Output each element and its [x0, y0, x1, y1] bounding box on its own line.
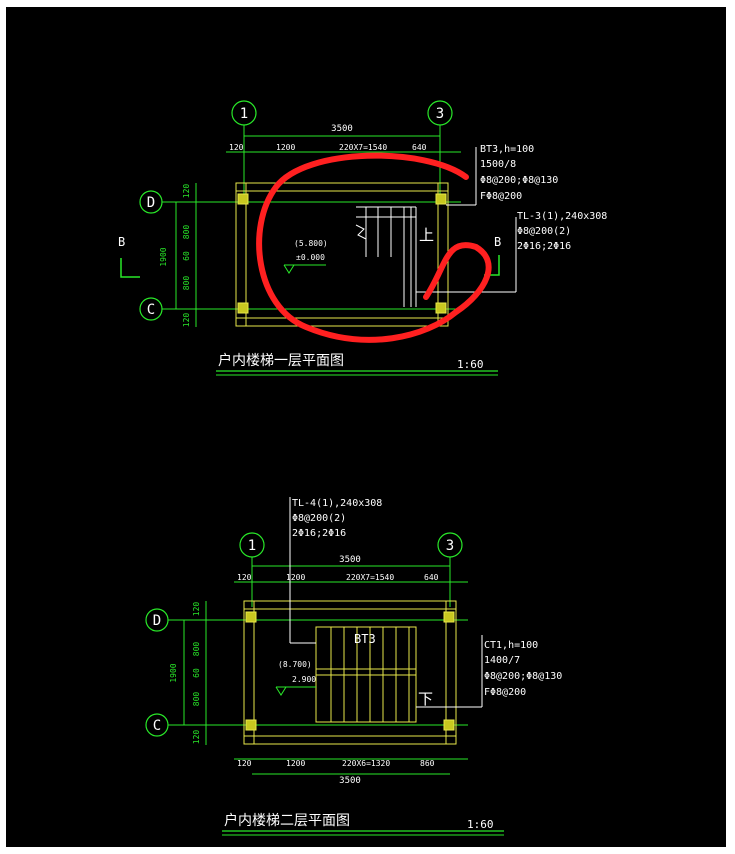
plan2-down-label: 下 — [418, 690, 433, 708]
plan2-note-ct1-1: 1400/7 — [484, 655, 520, 666]
plan1-note-bt3-1: 1500/8 — [480, 159, 516, 170]
plan2-dim-left-4: 120 — [192, 730, 201, 745]
axis-bubble-1 — [231, 100, 257, 126]
plan2-bt3-label: BT3 — [354, 632, 376, 646]
plan1-dim-top-2: 220X7=1540 — [339, 143, 387, 152]
plan2-axis-3-label: 3 — [446, 538, 454, 554]
plan1-axis-3-label: 3 — [436, 106, 444, 122]
cad-drawing: 1 3 3500 120 1200 220X7=1540 640 D C 190… — [118, 100, 607, 836]
plan2-dim-bottom-3: 860 — [420, 759, 435, 768]
plan1-dim-left-0: 120 — [182, 184, 191, 199]
plan1-level-2: ±0.000 — [296, 253, 325, 262]
plan2-drawing: 1 3 3500 120 1200 220X7=1540 640 D C 190… — [145, 497, 562, 836]
plan1-note-tl3-2: 2Φ16;2Φ16 — [517, 241, 571, 252]
plan1-dim-top-3: 640 — [412, 143, 427, 152]
plan2-dim-bottom-0: 120 — [237, 759, 252, 768]
plan1-note-bt3-2: Φ8@200;Φ8@130 — [480, 175, 558, 186]
plan1-dim-left-2: 60 — [182, 251, 191, 261]
plan1-drawing: 1 3 3500 120 1200 220X7=1540 640 D C 190… — [118, 100, 607, 376]
plan2-level-1: (8.700) — [278, 660, 312, 669]
plan1-level-1: (5.800) — [294, 239, 328, 248]
plan2-dim-top-3: 640 — [424, 573, 439, 582]
plan1-axis-D-label: D — [147, 195, 155, 211]
plan2-note-ct1-0: CT1,h=100 — [484, 640, 538, 651]
plan2-axis-1-label: 1 — [248, 538, 256, 554]
plan2-dim-overall-bottom: 3500 — [339, 776, 361, 786]
plan1-dim-left-total: 1900 — [159, 247, 168, 266]
axis-bubble-1-plan2 — [239, 532, 265, 558]
plan2-axis-D-label: D — [153, 613, 161, 629]
plan2-dim-bottom-1: 1200 — [286, 759, 305, 768]
plan1-dim-left-3: 800 — [182, 276, 191, 291]
plan2-note-tl4-1: Φ8@200(2) — [292, 513, 346, 524]
plan1-dim-left-4: 120 — [182, 313, 191, 328]
plan1-dim-left-1: 800 — [182, 225, 191, 240]
plan2-dim-top-2: 220X7=1540 — [346, 573, 394, 582]
axis-bubble-3-plan2 — [437, 532, 463, 558]
plan1-axis-1-label: 1 — [240, 106, 248, 122]
cad-drawing-canvas: 1 3 3500 120 1200 220X7=1540 640 D C 190… — [6, 7, 726, 847]
plan2-level-2: 2.900 — [292, 675, 316, 684]
plan2-note-tl4-0: TL-4(1),240x308 — [292, 498, 382, 509]
plan2-note-ct1-3: FΦ8@200 — [484, 687, 526, 698]
plan1-section-mark: B — [118, 235, 125, 249]
plan1-axis-C-label: C — [147, 302, 155, 318]
plan2-dim-left-total: 1900 — [169, 663, 178, 682]
plan2-note-ct1-2: Φ8@200;Φ8@130 — [484, 671, 562, 682]
plan1-up-label: 上 — [419, 226, 434, 244]
plan2-dim-bottom-2: 220X6=1320 — [342, 759, 390, 768]
plan1-scale: 1:60 — [457, 358, 484, 371]
plan2-title: 户内楼梯二层平面图 — [224, 812, 350, 829]
plan2-dim-left-0: 120 — [192, 602, 201, 617]
plan1-note-tl3-0: TL-3(1),240x308 — [517, 211, 607, 222]
plan2-dim-left-3: 800 — [192, 692, 201, 707]
plan1-note-bt3-3: FΦ8@200 — [480, 191, 522, 202]
red-markup-circle — [256, 152, 492, 343]
plan2-scale: 1:60 — [467, 818, 494, 831]
plan2-note-tl4-2: 2Φ16;2Φ16 — [292, 528, 346, 539]
plan2-dim-overall-top: 3500 — [339, 555, 361, 565]
plan2-dim-top-0: 120 — [237, 573, 252, 582]
plan1-dim-top-0: 120 — [229, 143, 244, 152]
plan1-note-tl3-1: Φ8@200(2) — [517, 226, 571, 237]
plan2-axis-C-label: C — [153, 718, 161, 734]
axis-bubble-3 — [427, 100, 453, 126]
plan1-section-mark-right: B — [494, 235, 501, 249]
plan1-dim-top-1: 1200 — [276, 143, 295, 152]
plan2-dim-left-2: 60 — [192, 668, 201, 678]
plan1-title: 户内楼梯一层平面图 — [218, 352, 344, 369]
plan1-note-bt3-0: BT3,h=100 — [480, 144, 534, 155]
plan2-dim-top-1: 1200 — [286, 573, 305, 582]
plan2-dim-left-1: 800 — [192, 642, 201, 657]
plan1-dim-overall: 3500 — [331, 124, 353, 134]
